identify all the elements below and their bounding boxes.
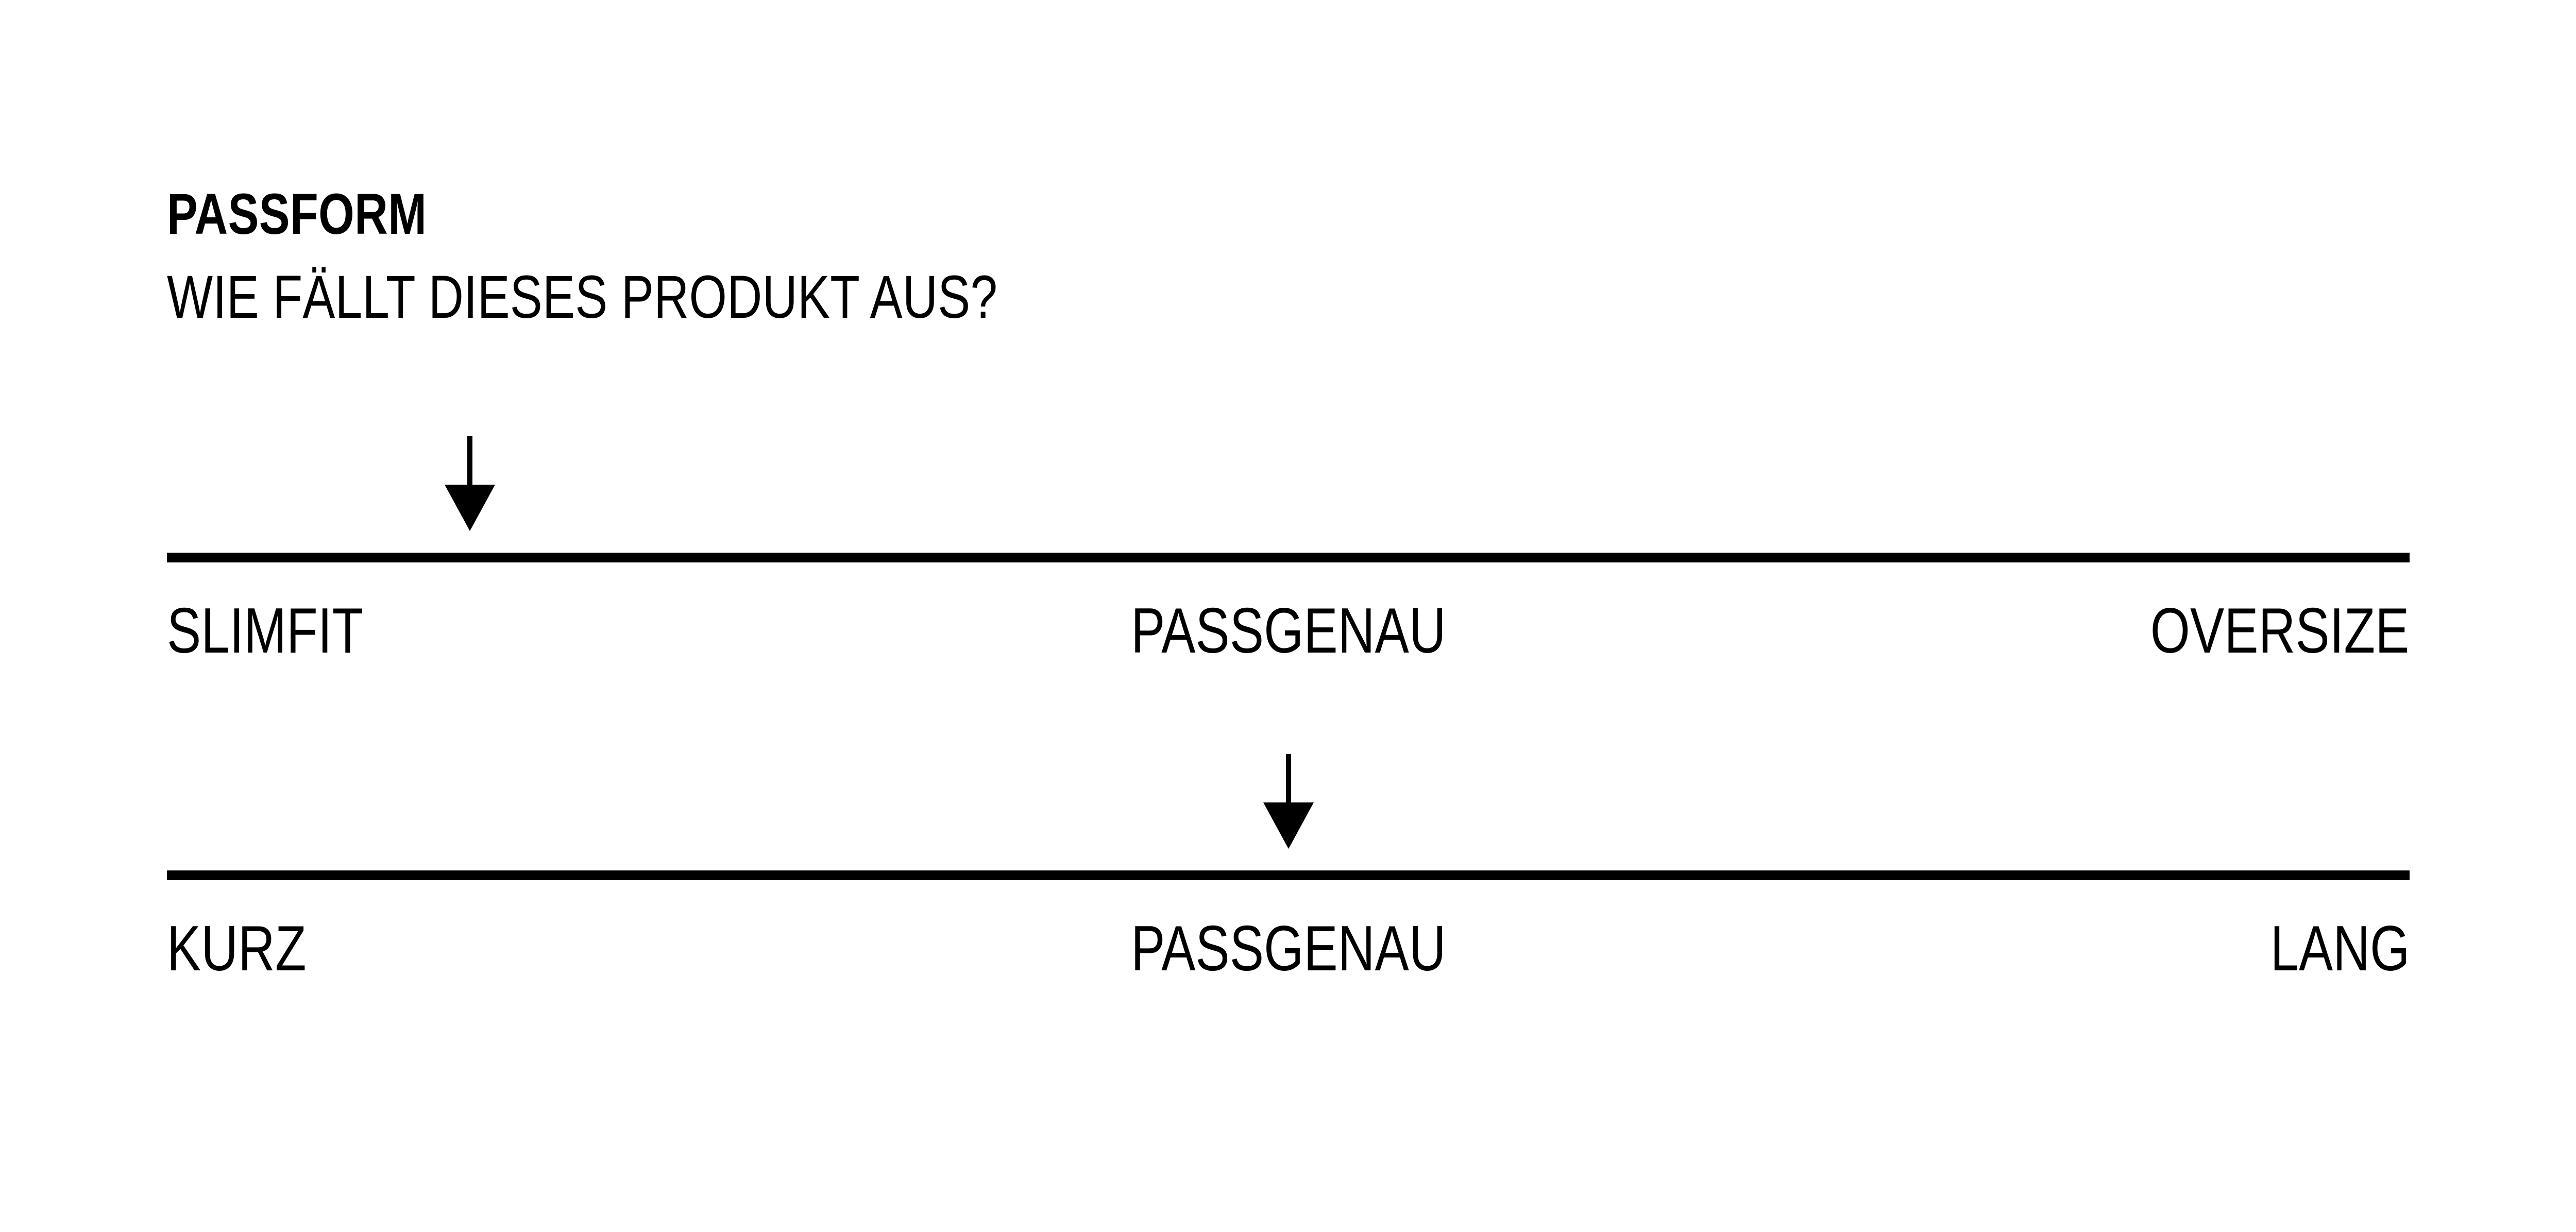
- scale-labels-length: KURZ PASSGENAU LANG: [167, 917, 2410, 984]
- scale-label-start-width: SLIMFIT: [167, 595, 364, 666]
- fit-scale-length: KURZ PASSGENAU LANG: [167, 754, 2410, 984]
- down-arrow-icon: [1263, 754, 1314, 849]
- scale-label-middle-width: PASSGENAU: [1130, 595, 1446, 666]
- page-title: PASSFORM: [167, 182, 427, 246]
- scale-labels-width: SLIMFIT PASSGENAU OVERSIZE: [167, 599, 2410, 666]
- content-column: PASSFORM WIE FÄLLT DIESES PRODUKT AUS? S…: [167, 0, 2410, 1232]
- down-arrow-icon: [444, 436, 495, 531]
- fit-scale-width: SLIMFIT PASSGENAU OVERSIZE: [167, 436, 2410, 666]
- scale-label-middle-length: PASSGENAU: [1130, 913, 1446, 984]
- scale-track-width[interactable]: [167, 553, 2410, 562]
- scale-track-length[interactable]: [167, 870, 2410, 880]
- page-subtitle: WIE FÄLLT DIESES PRODUKT AUS?: [167, 263, 998, 331]
- scale-label-end-length: LANG: [2270, 913, 2410, 984]
- fit-heading-block: PASSFORM WIE FÄLLT DIESES PRODUKT AUS?: [167, 185, 2410, 328]
- scale-label-start-length: KURZ: [167, 913, 307, 984]
- scale-label-end-width: OVERSIZE: [2150, 595, 2410, 666]
